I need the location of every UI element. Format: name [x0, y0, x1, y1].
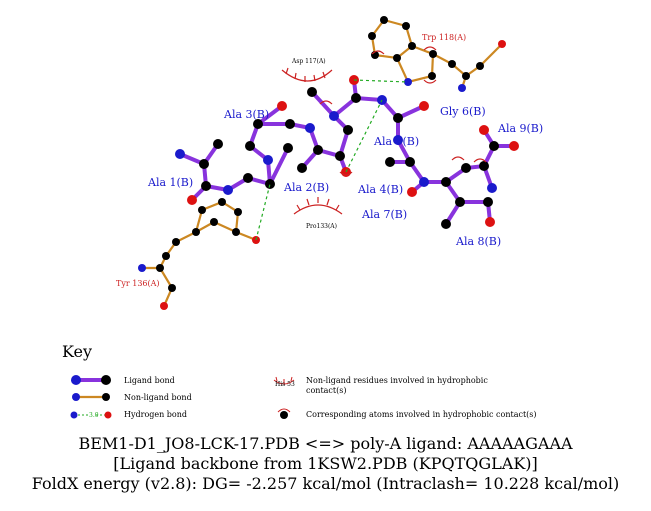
- key-nonligand-bond-label: Non-ligand bond: [124, 393, 192, 402]
- label-ala4: Ala 4(B): [357, 183, 403, 196]
- key-title: Key: [62, 342, 93, 361]
- key-hydrophobic-residues-label-2: contact(s): [306, 386, 346, 395]
- label-trp118: Trp 118(A): [422, 33, 466, 42]
- label-ala9: Ala 9(B): [497, 122, 543, 135]
- tyr136-sidechain: [142, 200, 257, 307]
- label-ala8: Ala 8(B): [455, 235, 501, 248]
- tyr136-atoms: [138, 198, 260, 310]
- key-hydrophobic-residue-sample: [273, 376, 295, 385]
- caption-line-1: BEM1-D1_JO8-LCK-17.PDB <=> poly-A ligand…: [78, 434, 573, 453]
- trp118-atoms: [368, 16, 506, 92]
- key-ligand-bond-sample: [71, 375, 111, 385]
- label-asp117: Asp 117(A): [291, 58, 326, 65]
- ligand-atoms: [175, 75, 519, 229]
- caption-line-2: [Ligand backbone from 1KSW2.PDB (KPQTQGL…: [113, 454, 538, 473]
- label-gly6: Gly 6(B): [440, 105, 486, 118]
- key-hydrogen-bond-sample: [70, 411, 112, 419]
- key-legend: Ligand bond Non-ligand bond 3.0 Hydrogen…: [70, 375, 537, 419]
- caption: BEM1-D1_JO8-LCK-17.PDB <=> poly-A ligand…: [0, 434, 651, 494]
- ligplot-diagram: Ala 1(B) Ala 2(B) Ala 3(B) Ala 4(B) Ala …: [116, 16, 543, 310]
- key-ligand-bond-label: Ligand bond: [124, 376, 175, 385]
- label-ala5: Ala 5(B): [373, 135, 419, 148]
- label-ala1: Ala 1(B): [147, 176, 193, 189]
- key-nonligand-bond-sample: [72, 393, 110, 401]
- label-ala7: Ala 7(B): [361, 208, 407, 221]
- key-hydrogen-bond-label: Hydrogen bond: [124, 410, 187, 419]
- caption-line-3: FoldX energy (v2.8): DG= -2.257 kcal/mol…: [31, 474, 620, 493]
- label-ala2: Ala 2(B): [283, 181, 329, 194]
- key-hydrophobic-atom-sample: [277, 408, 291, 419]
- label-tyr136: Tyr 136(A): [116, 279, 160, 288]
- key-hbond-distance-sample: 3.0: [89, 412, 99, 419]
- label-ala3: Ala 3(B): [223, 108, 269, 121]
- key-hydrophobic-atoms-label: Corresponding atoms involved in hydropho…: [306, 410, 537, 419]
- hydrophobic-arcs: [281, 46, 487, 215]
- key-hydrophobic-sample-label: His 53: [275, 381, 295, 388]
- key-hydrophobic-residues-label-1: Non-ligand residues involved in hydropho…: [306, 376, 488, 385]
- hydrogen-bonds: [255, 79, 409, 241]
- label-pro133: Pro133(A): [306, 223, 337, 230]
